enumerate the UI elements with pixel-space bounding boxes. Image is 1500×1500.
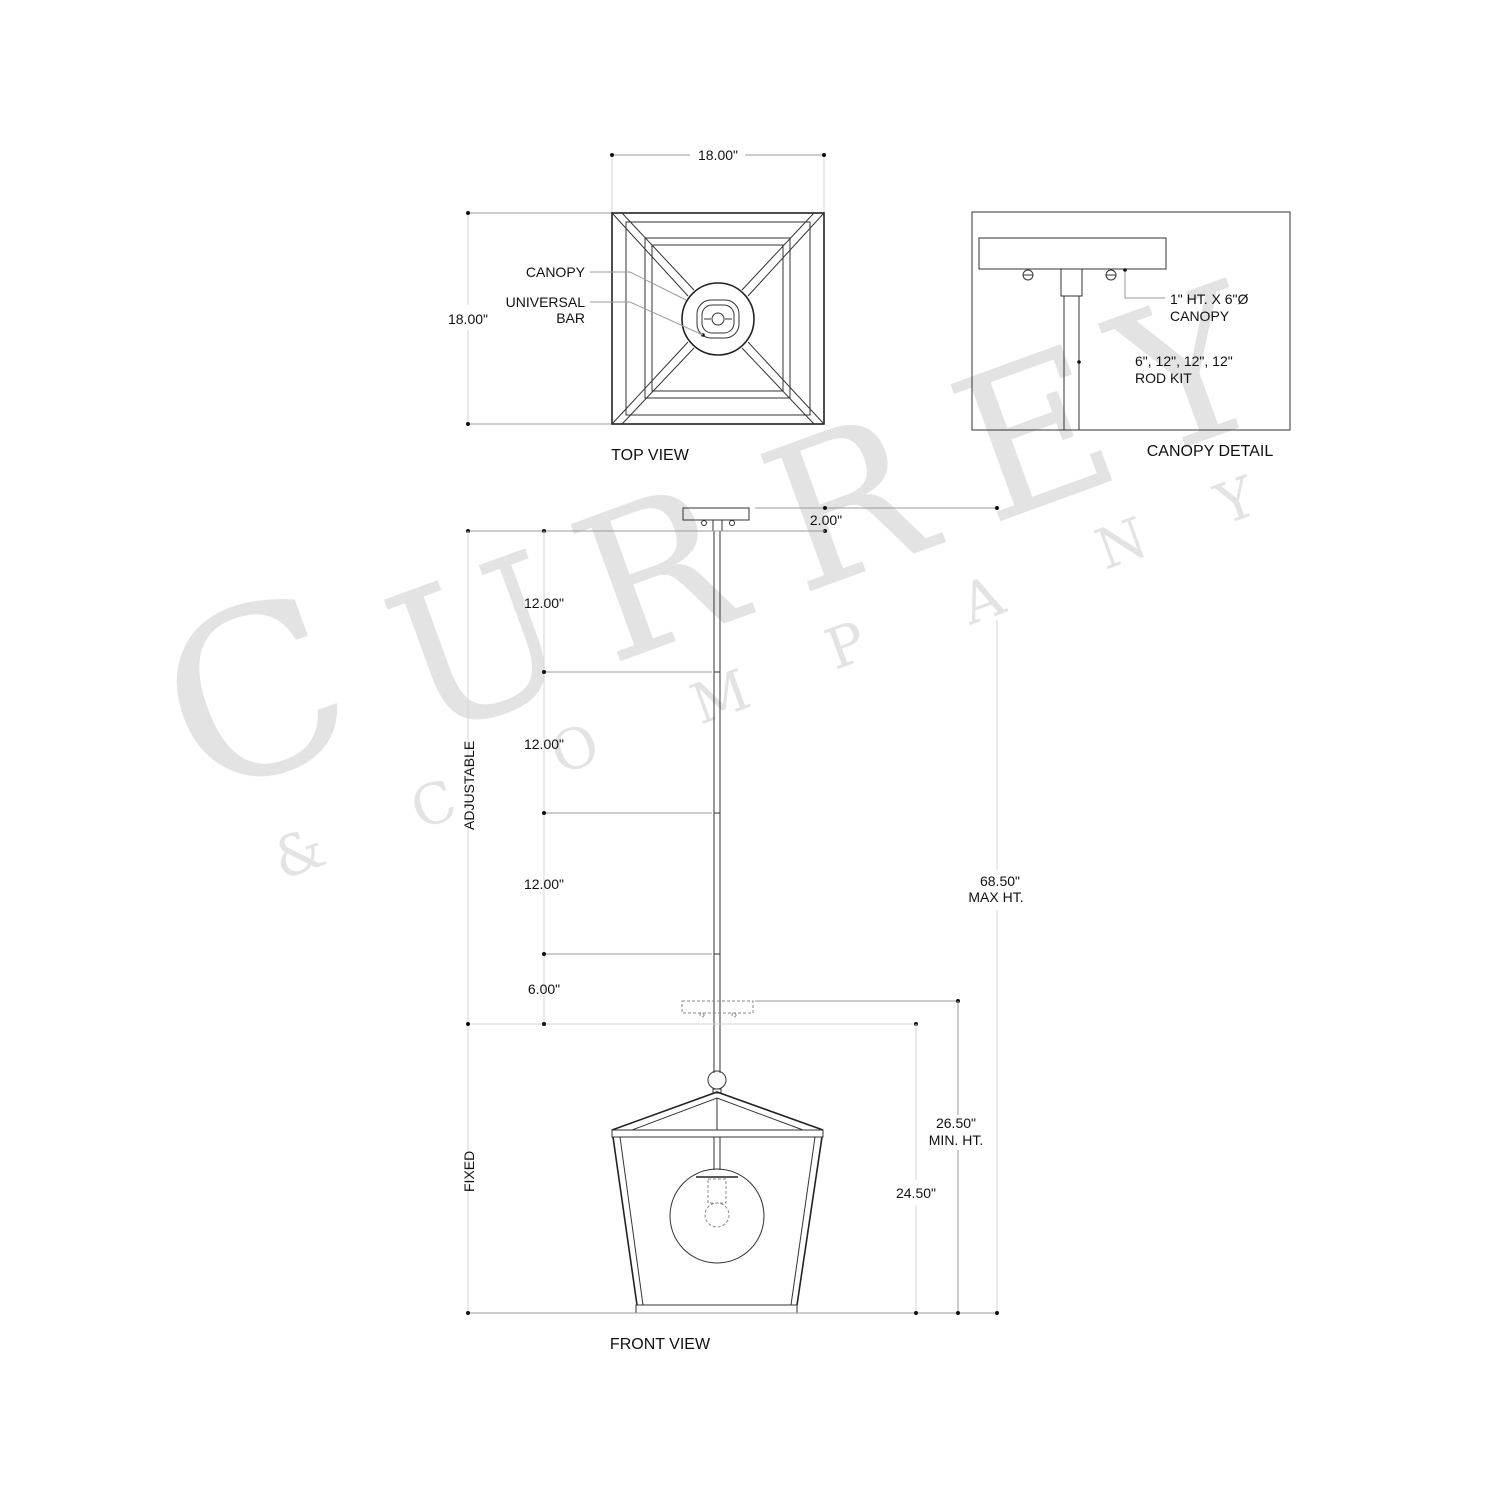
top-canopy — [681, 282, 755, 356]
top-depth-label: 18.00" — [448, 311, 488, 327]
canopy-spec-line1: 1" HT. X 6"Ø — [1170, 291, 1249, 307]
canopy-screw-right — [1105, 269, 1117, 281]
rod-segment-3: 12.00" — [524, 876, 564, 892]
min-height-line2: MIN. HT. — [929, 1132, 983, 1148]
canopy-spec-line2: CANOPY — [1170, 308, 1230, 324]
canopy-height-label: 2.00" — [810, 512, 842, 528]
max-height-line2: MAX HT. — [968, 889, 1023, 905]
front-rod — [713, 531, 721, 1073]
watermark-letter-c: C — [127, 541, 384, 852]
front-view-title: FRONT VIEW — [610, 1336, 711, 1353]
top-width-label: 18.00" — [698, 147, 738, 163]
fixture-height-label: 24.50" — [896, 1185, 936, 1201]
canopy-screw-left — [1022, 269, 1034, 281]
front-canopy-min-position — [681, 999, 960, 1026]
adjustable-label: ADJUSTABLE — [461, 741, 477, 830]
lantern-body — [611, 1070, 824, 1314]
watermark-letter-r2: R — [737, 368, 963, 640]
rod-segment-2: 12.00" — [524, 736, 564, 752]
rod-segment-4: 6.00" — [528, 981, 560, 997]
max-height-line1: 68.50" — [980, 873, 1020, 889]
rod-spec-line1: 6", 12", 12", 12" — [1135, 353, 1233, 369]
rod-segment-1: 12.00" — [524, 595, 564, 611]
top-view-title: TOP VIEW — [611, 447, 690, 464]
canopy-detail: 1" HT. X 6"Ø CANOPY 6", 12", 12", 12" RO… — [971, 211, 1291, 460]
top-view: 18.00" 18.00" — [448, 147, 826, 464]
globe-and-bulb — [669, 1168, 765, 1264]
watermark-sub-a: A — [952, 563, 1014, 638]
callout-universal-bar-1: UNIVERSAL — [506, 294, 586, 310]
top-callouts: CANOPY UNIVERSAL BAR — [506, 264, 704, 336]
watermark-sub-y: Y — [1207, 464, 1266, 538]
canopy-height-dimension: 2.00" — [755, 506, 999, 533]
canopy-detail-title: CANOPY DETAIL — [1147, 443, 1274, 460]
front-view: 2.00" 12.00" 12.00" — [461, 506, 1024, 1353]
top-width-dimension: 18.00" — [610, 147, 826, 213]
adjustable-dimension: 12.00" 12.00" 12.00" 6.00" ADJUSTABLE — [461, 529, 916, 1313]
top-view-frame — [611, 212, 825, 425]
height-dimensions: 68.50" MAX HT. 26.50" MIN. HT. 24.50" — [466, 620, 1024, 1315]
min-height-line1: 26.50" — [936, 1115, 976, 1131]
rod-spec-line2: ROD KIT — [1135, 370, 1192, 386]
callout-canopy: CANOPY — [526, 264, 586, 280]
top-depth-dimension: 18.00" — [448, 211, 612, 426]
fixed-label: FIXED — [461, 1151, 477, 1192]
callout-universal-bar-2: BAR — [556, 310, 585, 326]
